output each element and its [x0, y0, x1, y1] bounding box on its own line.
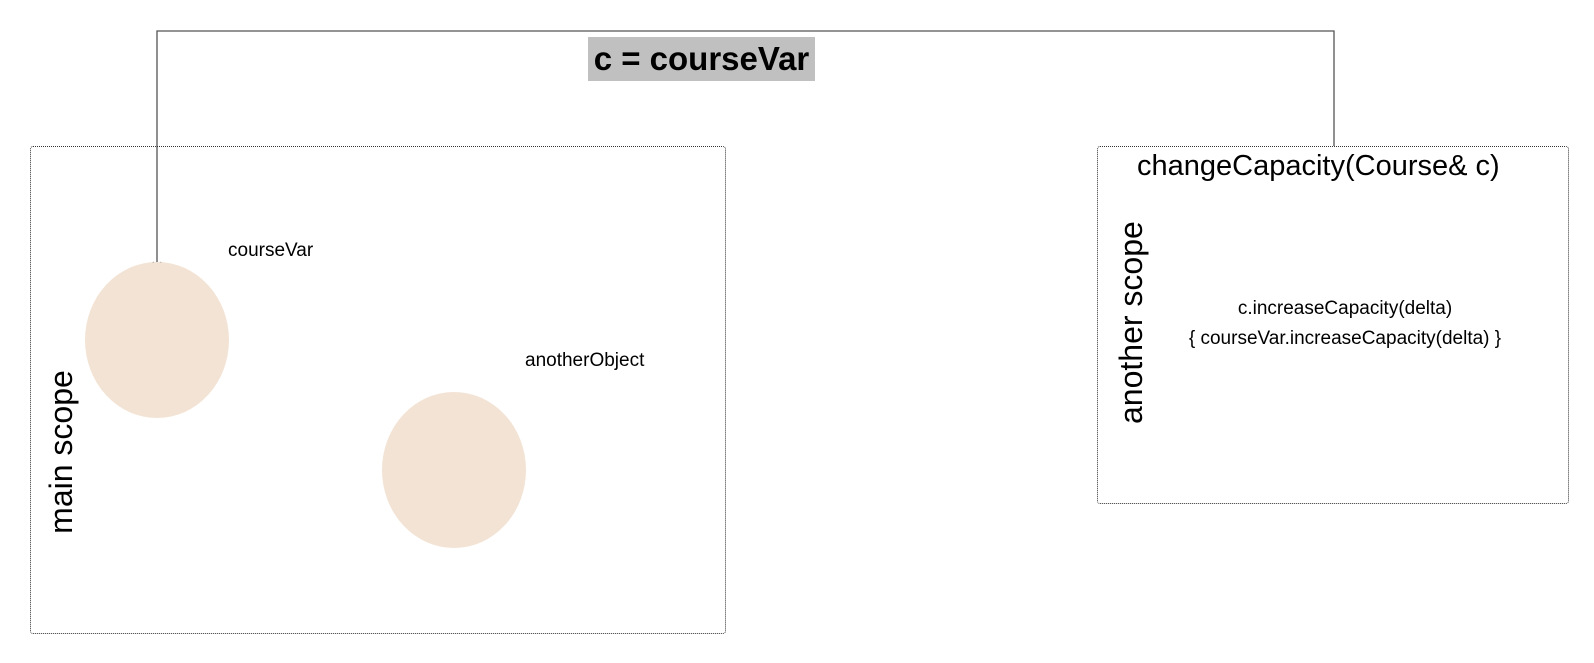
- code-line: { courseVar.increaseCapacity(delta) }: [1188, 328, 1502, 349]
- binding-label: c = courseVar: [588, 37, 815, 81]
- anotherobject-object: [382, 392, 526, 548]
- function-signature: changeCapacity(Course& c): [1137, 150, 1500, 182]
- anotherobject-label: anotherObject: [525, 350, 645, 371]
- another-scope-label: another scope: [1113, 221, 1149, 424]
- code-block: c.increaseCapacity(delta) { courseVar.in…: [1160, 294, 1530, 354]
- coursevar-object: [85, 262, 229, 418]
- coursevar-label: courseVar: [228, 240, 314, 261]
- reference-arrow: [156, 30, 1335, 268]
- main-scope-label: main scope: [43, 370, 79, 534]
- main-scope-box: [30, 146, 726, 634]
- another-scope-box: [1097, 146, 1569, 504]
- code-line: c.increaseCapacity(delta): [1237, 298, 1453, 319]
